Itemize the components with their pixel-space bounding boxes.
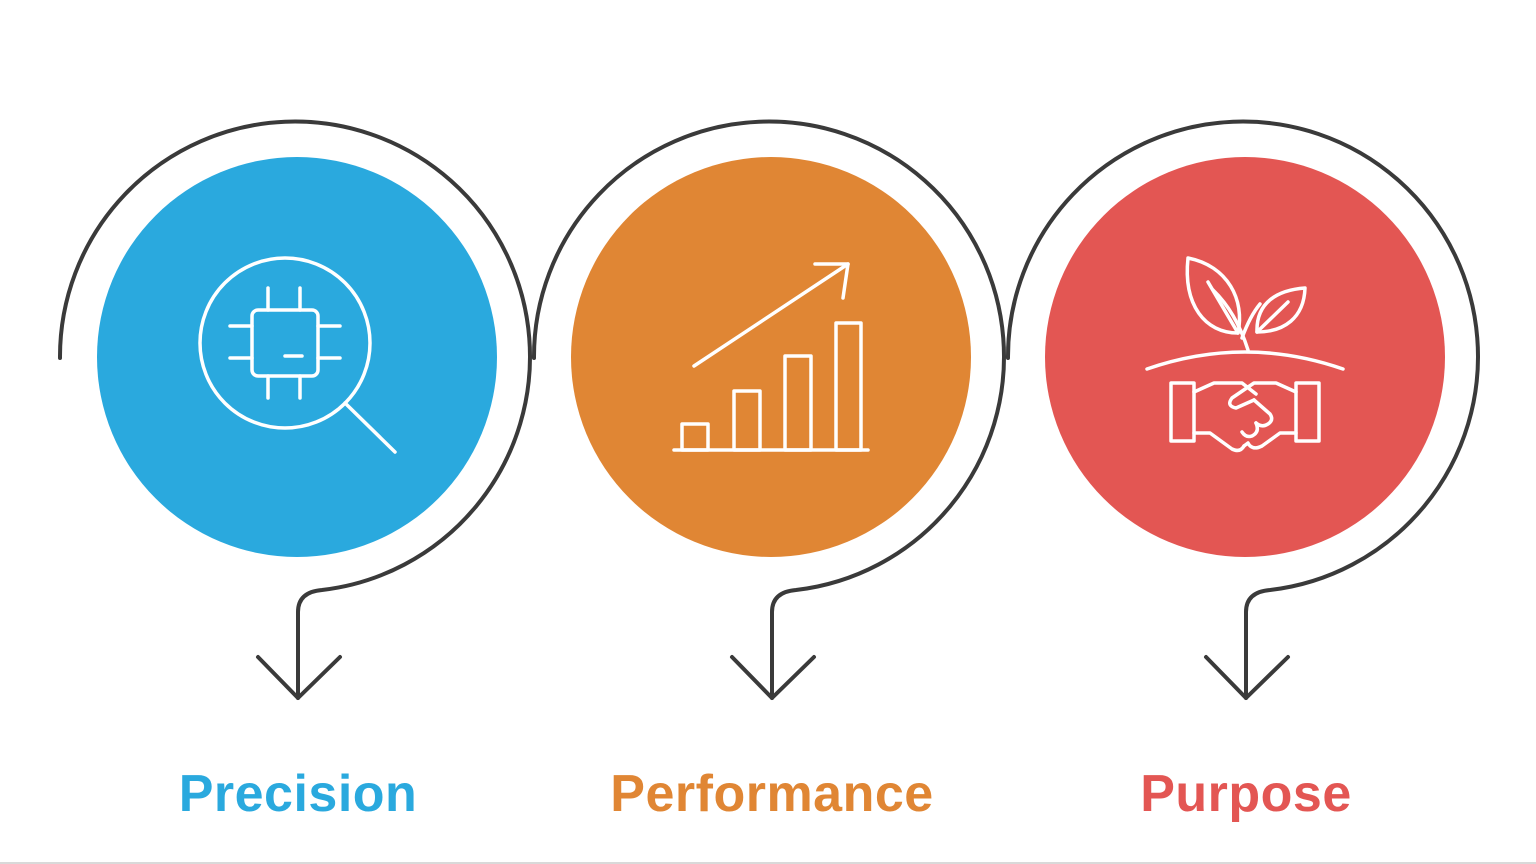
growth-chart-icon	[672, 262, 870, 452]
arrow-head-performance	[730, 655, 816, 700]
stage-label-precision: Precision	[178, 765, 418, 823]
bottom-divider	[0, 862, 1536, 864]
performance-circle	[571, 157, 971, 557]
connector-lines	[57, 119, 1480, 700]
purpose-circle	[1045, 157, 1445, 557]
sprout-handshake-icon	[1145, 256, 1345, 453]
arrow-head-precision	[256, 655, 342, 700]
stage-label-purpose: Purpose	[1140, 765, 1352, 823]
connector-arc-purpose	[1005, 119, 1480, 700]
arrow-head-purpose	[1204, 655, 1290, 700]
stage-label-performance: Performance	[610, 765, 934, 823]
connector-arc-performance	[531, 119, 1006, 700]
chip-magnifier-icon	[198, 256, 397, 454]
connector-arc-precision	[57, 119, 532, 700]
